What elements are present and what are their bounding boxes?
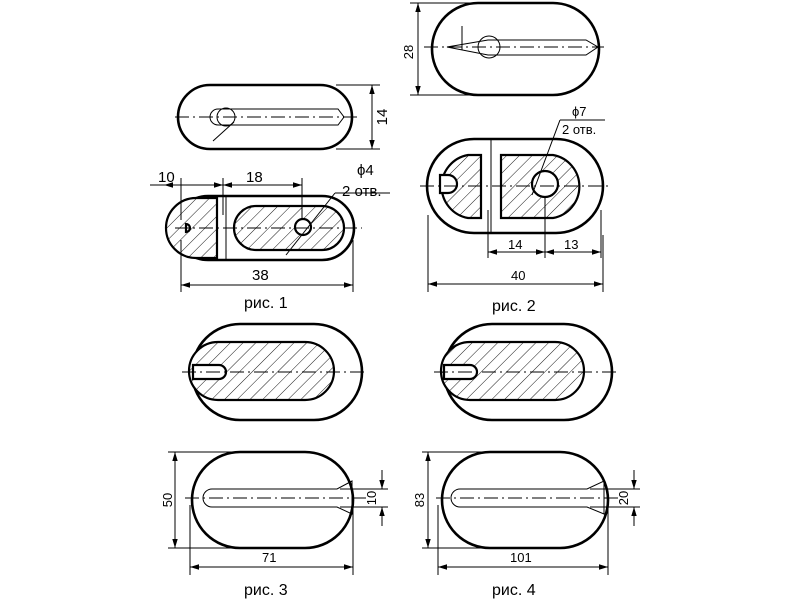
figure-4: 20 83 101 рис. 4 [412,450,640,599]
fig2-section-view: ϕ7 2 отв. 14 13 40 [420,104,608,292]
fig2-hole-count: 2 отв. [562,122,596,137]
fig2-hole-dim: ϕ7 [572,104,587,119]
fig1-section-view: ϕ4 2 отв. 10 18 38 [150,162,390,292]
fig3-slot-dim: 10 [364,491,379,505]
fig1-length-dim: 38 [252,267,269,284]
fig1-height-dim: 14 [374,109,391,126]
fig3-length-dim: 71 [262,550,276,565]
fig4-caption: рис. 4 [492,582,536,599]
fig3-caption: рис. 3 [244,582,288,599]
fig2-top-view: 28 [401,1,604,97]
figure-3-section-view [182,322,368,422]
fig1-left-dim: 10 [158,169,175,186]
fig2-height-dim: 28 [401,45,416,59]
fig1-top-view: 14 [175,83,391,151]
fig2-left-offset-dim: 14 [508,237,522,252]
fig1-hole-dim: ϕ4 [357,162,374,179]
fig4-length-dim: 101 [510,550,532,565]
figure-2: 28 ϕ7 2 отв. 14 13 [401,1,608,315]
fig4-section-hatch [439,340,586,402]
figure-1: 14 ϕ4 2 отв. 10 18 [150,83,391,312]
fig1-left-hatch [164,196,219,260]
fig4-slot-dim: 20 [616,491,631,505]
fig1-hole-count: 2 отв. [342,183,382,200]
fig3-section-hatch [187,340,336,402]
fig4-height-dim: 83 [412,493,427,507]
fig2-caption: рис. 2 [492,298,536,315]
figure-3: 10 50 71 рис. 3 [160,450,388,599]
figure-4-section-view [434,322,620,422]
fig3-height-dim: 50 [160,493,175,507]
fig2-length-dim: 40 [511,268,525,283]
fig1-caption: рис. 1 [244,295,288,312]
fig1-offset-dim: 18 [246,169,263,186]
fig2-right-offset-dim: 13 [564,237,578,252]
